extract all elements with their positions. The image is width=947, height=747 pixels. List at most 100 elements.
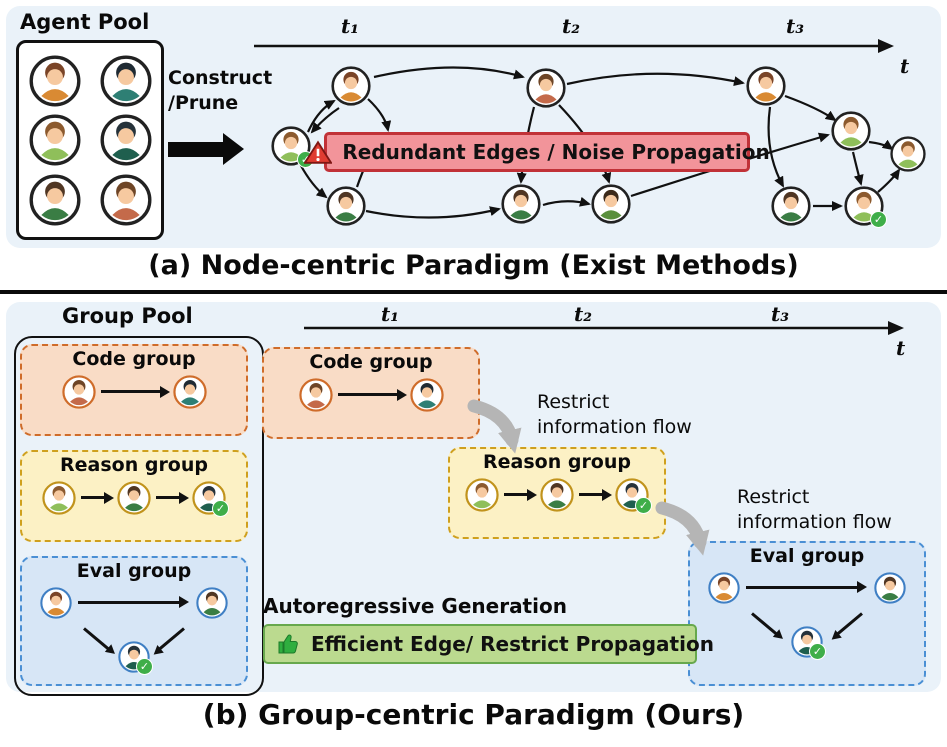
flow-arrow xyxy=(836,612,863,636)
timeline-a-label-t2: t₂ xyxy=(562,14,580,38)
group-title: Reason group xyxy=(483,451,631,473)
restrict-flow-2-line1: Restrict xyxy=(737,486,810,508)
caption-b: (b) Group-centric Paradigm (Ours) xyxy=(202,698,745,731)
timeline-a-label-t-end: t xyxy=(900,54,910,78)
group-title: Eval group xyxy=(76,560,192,582)
agent-avatar xyxy=(540,478,574,512)
construct-label-line1: Construct xyxy=(168,67,273,89)
agent-avatar: ✓ xyxy=(791,626,826,660)
check-badge: ✓ xyxy=(136,657,153,675)
agent-avatar xyxy=(117,481,151,515)
efficient-edge-banner: Efficient Edge/ Restrict Propagation xyxy=(263,624,714,664)
group-title: Code group xyxy=(309,351,433,373)
construct-label-line2: /Prune xyxy=(168,91,239,114)
section-divider xyxy=(0,290,947,294)
restrict-flow-2-line2: information flow xyxy=(737,510,892,533)
check-badge: ✓ xyxy=(809,642,826,660)
warning-icon xyxy=(304,139,333,165)
construct-prune-label: Construct /Prune xyxy=(168,66,272,115)
check-badge: ✓ xyxy=(212,499,229,517)
agent-pool-box xyxy=(16,40,164,240)
group-members: ✓ xyxy=(42,481,229,517)
agent-avatar xyxy=(42,481,76,515)
agent-avatar: ✓ xyxy=(615,478,652,514)
flow-arrow xyxy=(751,612,778,636)
agent-avatar xyxy=(410,378,444,412)
timeline-b-label-t1: t₁ xyxy=(381,302,399,326)
node-centric-panel: Agent Pool Construct /Prune t₁ t₂ t₃ t ✓… xyxy=(6,6,941,248)
flow-arrow xyxy=(746,581,867,594)
timeline-b-label-t2: t₂ xyxy=(574,302,592,326)
check-badge: ✓ xyxy=(635,496,652,514)
timeline-b-label-t3: t₃ xyxy=(771,302,789,326)
warning-text: Redundant Edges / Noise Propagation xyxy=(342,140,770,164)
group-title: Code group xyxy=(72,348,196,370)
caption-a: (a) Node-centric Paradigm (Exist Methods… xyxy=(148,250,799,281)
timeline-a-label-t1: t₁ xyxy=(341,14,359,38)
agent-avatar xyxy=(100,174,152,226)
autoregressive-label: Autoregressive Generation xyxy=(263,594,567,618)
flow-arrow xyxy=(100,385,170,398)
agent-avatar xyxy=(100,114,152,166)
group-members: ✓ xyxy=(22,583,246,684)
reason-group-box-t2: Reason group ✓ xyxy=(448,447,666,539)
agent-avatar xyxy=(29,55,81,107)
agent-node xyxy=(526,68,566,108)
flow-arrow xyxy=(158,627,185,651)
timeline-b-label-t-end: t xyxy=(896,336,906,360)
agent-avatar xyxy=(196,587,228,619)
group-pool-label: Group Pool xyxy=(62,304,193,328)
flow-arrow xyxy=(81,491,114,504)
group-pool-box xyxy=(14,336,264,696)
agent-node xyxy=(501,184,541,224)
flow-arrow xyxy=(156,491,189,504)
agent-avatar xyxy=(708,572,740,604)
flow-arrow xyxy=(579,488,612,501)
agent-avatar xyxy=(40,587,72,619)
agent-avatar xyxy=(299,378,333,412)
code-group-box: Code group xyxy=(20,344,248,436)
efficient-edge-text: Efficient Edge/ Restrict Propagation xyxy=(311,632,714,656)
restrict-flow-arrow-2 xyxy=(655,501,710,556)
timeline-a-label-t3: t₃ xyxy=(786,14,804,38)
reason-group-box: Reason group ✓ xyxy=(20,450,248,542)
agent-avatar xyxy=(100,55,152,107)
agent-avatar: ✓ xyxy=(192,481,229,517)
agent-node xyxy=(331,66,371,106)
group-title: Reason group xyxy=(60,454,208,476)
agent-node xyxy=(591,184,631,224)
group-centric-panel: Group Pool t₁ t₂ t₃ t Code group Reason … xyxy=(6,302,941,696)
thumbs-up-icon xyxy=(277,632,301,656)
group-members xyxy=(62,375,207,409)
agent-node xyxy=(326,186,366,226)
agent-avatar xyxy=(62,375,96,409)
agent-avatar xyxy=(465,478,499,512)
agent-avatar xyxy=(29,114,81,166)
restrict-flow-1-line2: information flow xyxy=(537,415,692,438)
agent-pool-label: Agent Pool xyxy=(20,10,150,34)
redundant-edges-warning: Redundant Edges / Noise Propagation xyxy=(304,132,770,172)
restrict-flow-label-2: Restrict information flow xyxy=(737,485,892,534)
restrict-flow-1-line1: Restrict xyxy=(537,391,610,413)
group-title: Eval group xyxy=(749,545,865,567)
construct-arrow xyxy=(168,133,244,165)
agent-node xyxy=(771,186,811,226)
agent-avatar xyxy=(874,572,906,604)
flow-arrow xyxy=(337,388,407,401)
agent-node xyxy=(746,66,786,106)
group-members xyxy=(299,378,444,412)
group-members: ✓ xyxy=(690,568,924,684)
eval-group-box: Eval group ✓ xyxy=(20,556,248,686)
agent-avatar xyxy=(173,375,207,409)
agent-node: ✓ xyxy=(844,186,887,228)
agent-node xyxy=(831,111,871,151)
agent-node xyxy=(890,136,926,172)
flow-arrow xyxy=(504,488,537,501)
restrict-flow-label-1: Restrict information flow xyxy=(537,390,692,439)
agent-avatar: ✓ xyxy=(118,641,153,675)
check-badge: ✓ xyxy=(870,211,887,228)
eval-group-box-t3: Eval group ✓ xyxy=(688,541,926,686)
agent-avatar xyxy=(29,174,81,226)
flow-arrow xyxy=(78,596,189,609)
